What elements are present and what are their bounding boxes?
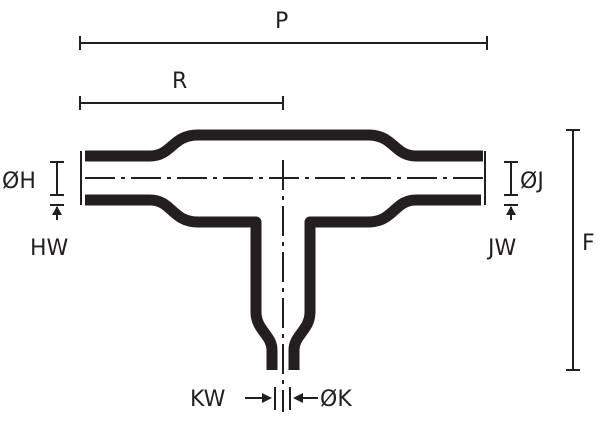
tube-bottom-left-wall — [85, 194, 278, 370]
jw-arrow-icon — [506, 206, 516, 215]
label-hw: HW — [30, 236, 69, 261]
hw-arrow-icon — [52, 206, 62, 215]
label-k: ØK — [320, 387, 352, 412]
label-j: ØJ — [520, 169, 544, 194]
tube-bottom-right-wall — [288, 194, 481, 370]
label-f: F — [582, 231, 595, 256]
label-jw: JW — [486, 236, 516, 261]
kw-arrow-icon — [262, 393, 272, 403]
label-h: ØH — [2, 169, 36, 194]
label-p: P — [275, 9, 288, 34]
k-arrow-icon — [293, 393, 303, 403]
label-r: R — [172, 69, 187, 94]
label-kw: KW — [190, 387, 226, 412]
tube-top-wall — [85, 129, 483, 162]
k-dimension — [245, 387, 318, 410]
